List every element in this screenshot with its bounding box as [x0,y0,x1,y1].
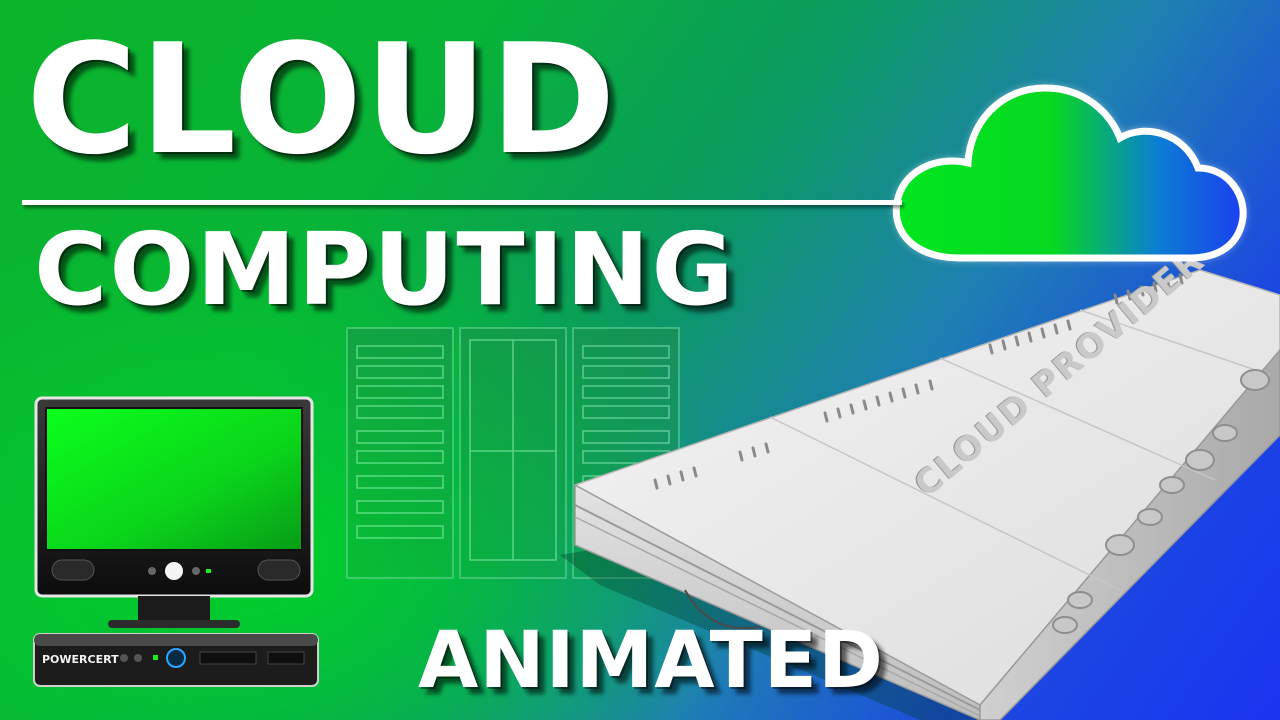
page-title: CLOUD [26,11,618,188]
computer-brand: POWERCERT [42,653,119,666]
rack-server-icon [560,269,1280,720]
footer-title: ANIMATED [418,616,884,706]
desktop-computer-icon: POWERCERT [33,396,319,687]
page-subtitle: COMPUTING [34,211,736,328]
cloud-icon [892,84,1247,262]
title-divider [22,200,902,205]
